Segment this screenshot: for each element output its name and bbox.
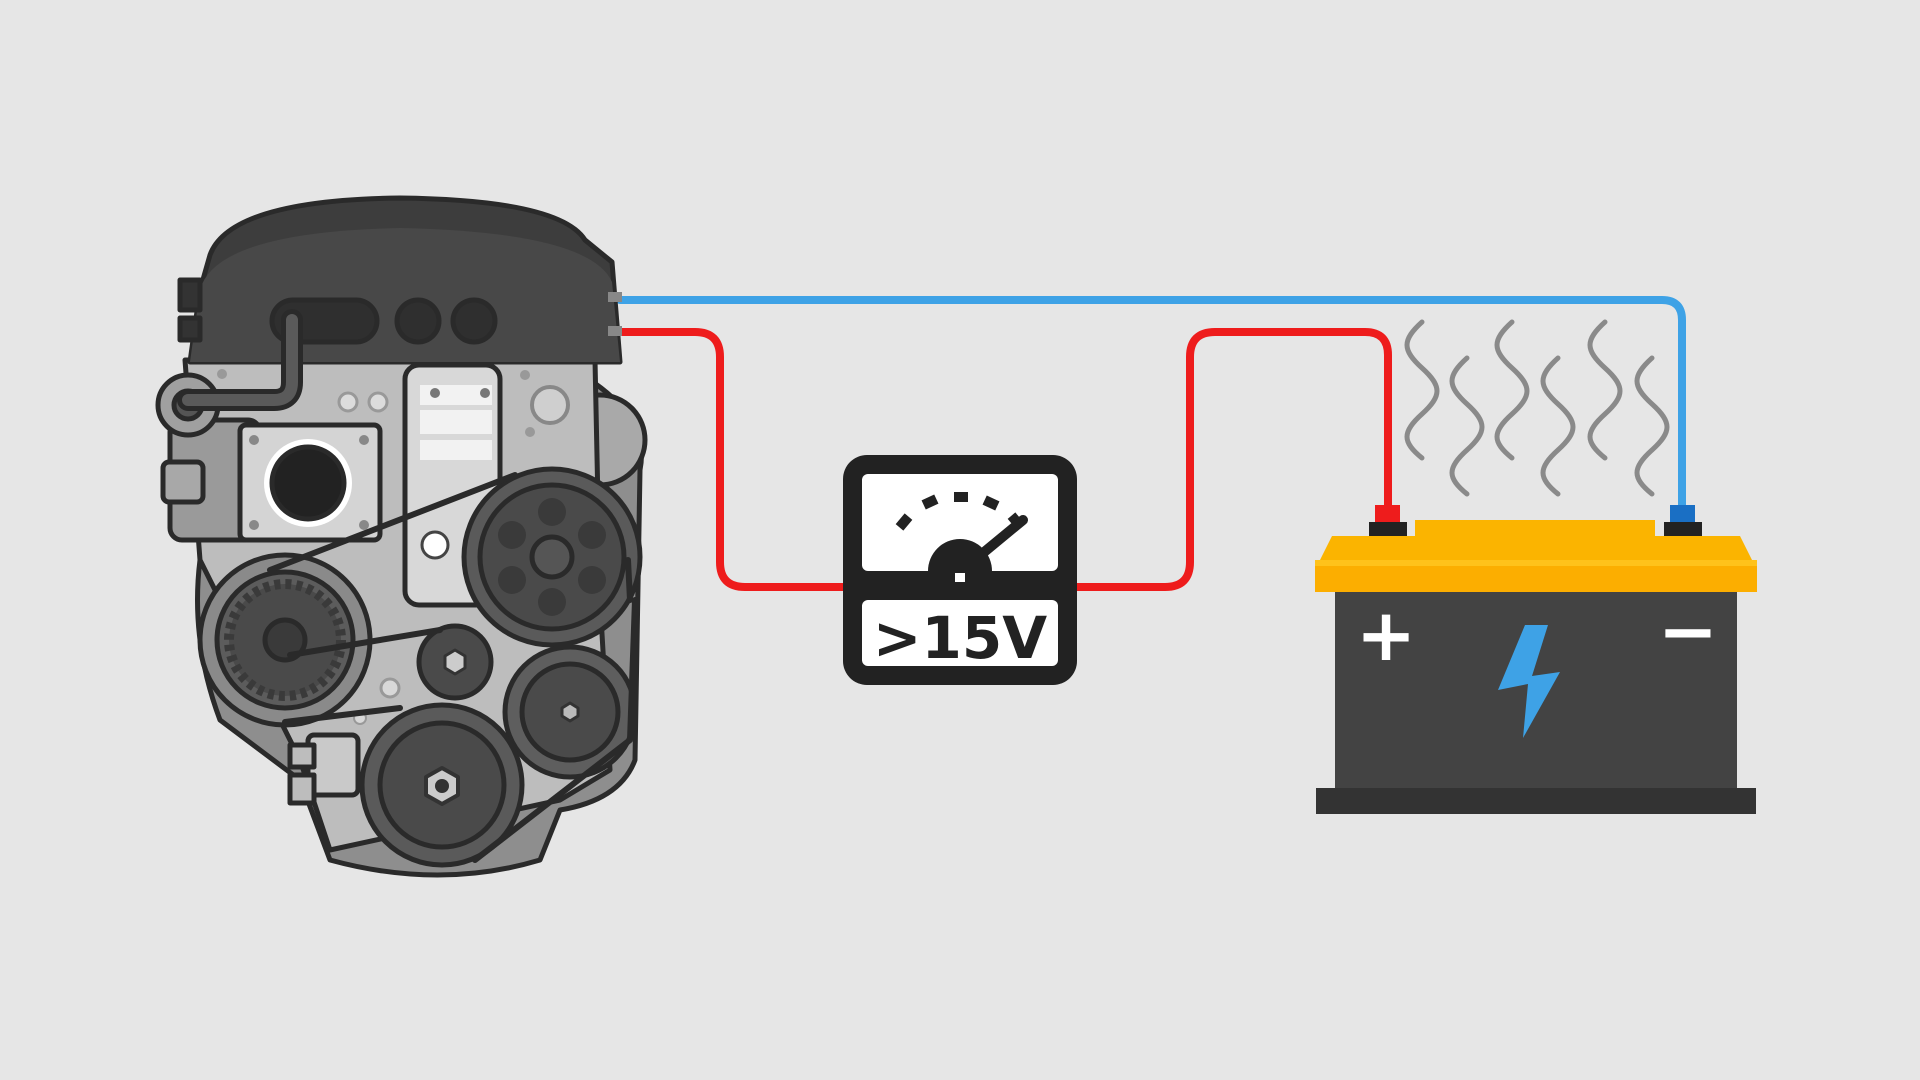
meter-needle-hub — [928, 539, 992, 571]
negative-symbol: − — [1658, 589, 1718, 673]
wires — [616, 296, 1686, 591]
positive-wire-meter-to-battery — [1071, 328, 1392, 591]
positive-wire-engine-to-meter — [616, 328, 849, 591]
meter-reading: >15V — [873, 604, 1047, 672]
heat-waves-icon — [1404, 319, 1670, 497]
positive-terminal — [1375, 505, 1400, 525]
positive-symbol: + — [1356, 593, 1416, 677]
negative-wire — [616, 296, 1686, 516]
negative-terminal — [1670, 505, 1695, 525]
lightning-bolt-icon — [1498, 625, 1560, 738]
car-battery-icon: + − — [1315, 505, 1757, 814]
engine-icon — [155, 195, 648, 878]
voltmeter-icon: >15V — [843, 455, 1077, 685]
